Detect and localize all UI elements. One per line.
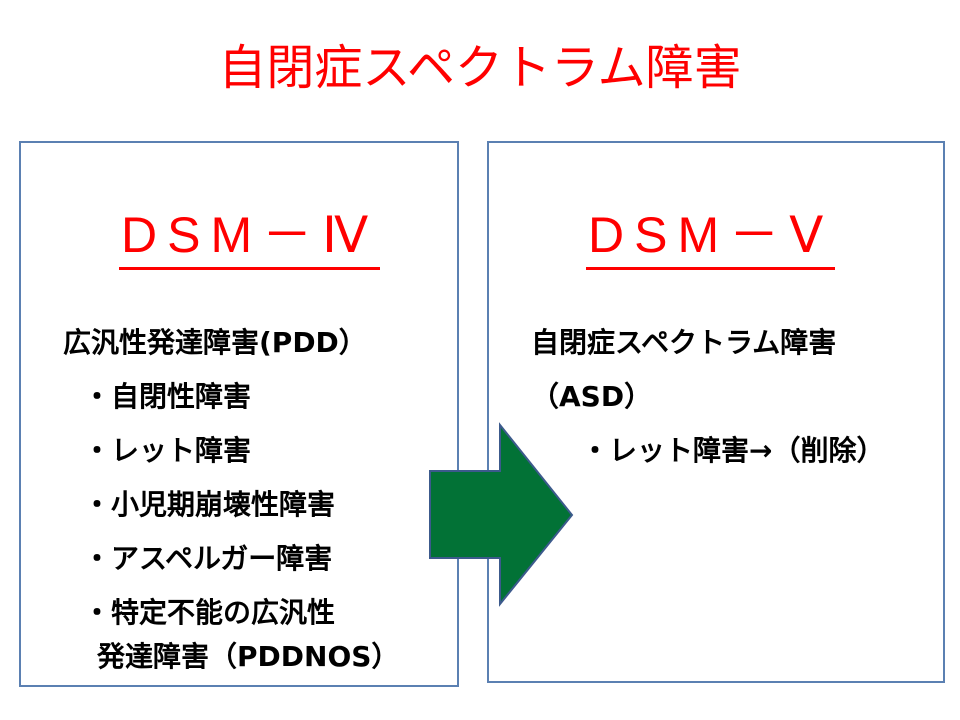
pdd-category: 広汎性発達障害(PDD） <box>63 326 367 359</box>
list-item: ・レット障害 <box>83 434 252 467</box>
dsm-iv-panel: DSM－Ⅳ 広汎性発達障害(PDD） ・自閉性障害 ・レット障害 ・小児期崩壊性… <box>19 141 459 687</box>
dsm-v-heading: DSM－Ⅴ <box>586 205 836 270</box>
list-item: ・自閉性障害 <box>83 380 252 413</box>
asd-category: 自閉症スペクトラム障害 <box>531 326 837 359</box>
dsm-iv-heading: DSM－Ⅳ <box>119 205 381 270</box>
dsm-v-panel: DSM－Ⅴ 自閉症スペクトラム障害 （ASD） ・レット障害→（削除） <box>487 141 945 683</box>
asd-abbreviation: （ASD） <box>531 380 653 413</box>
list-item: ・小児期崩壊性障害 <box>83 488 336 521</box>
list-item: ・アスペルガー障害 <box>83 542 333 575</box>
page-title: 自閉症スペクトラム障害 <box>218 40 742 96</box>
list-item: 発達障害（PDDNOS） <box>97 640 400 673</box>
list-item: ・特定不能の広汎性 <box>83 596 336 629</box>
list-item: ・レット障害→（削除） <box>581 434 885 467</box>
